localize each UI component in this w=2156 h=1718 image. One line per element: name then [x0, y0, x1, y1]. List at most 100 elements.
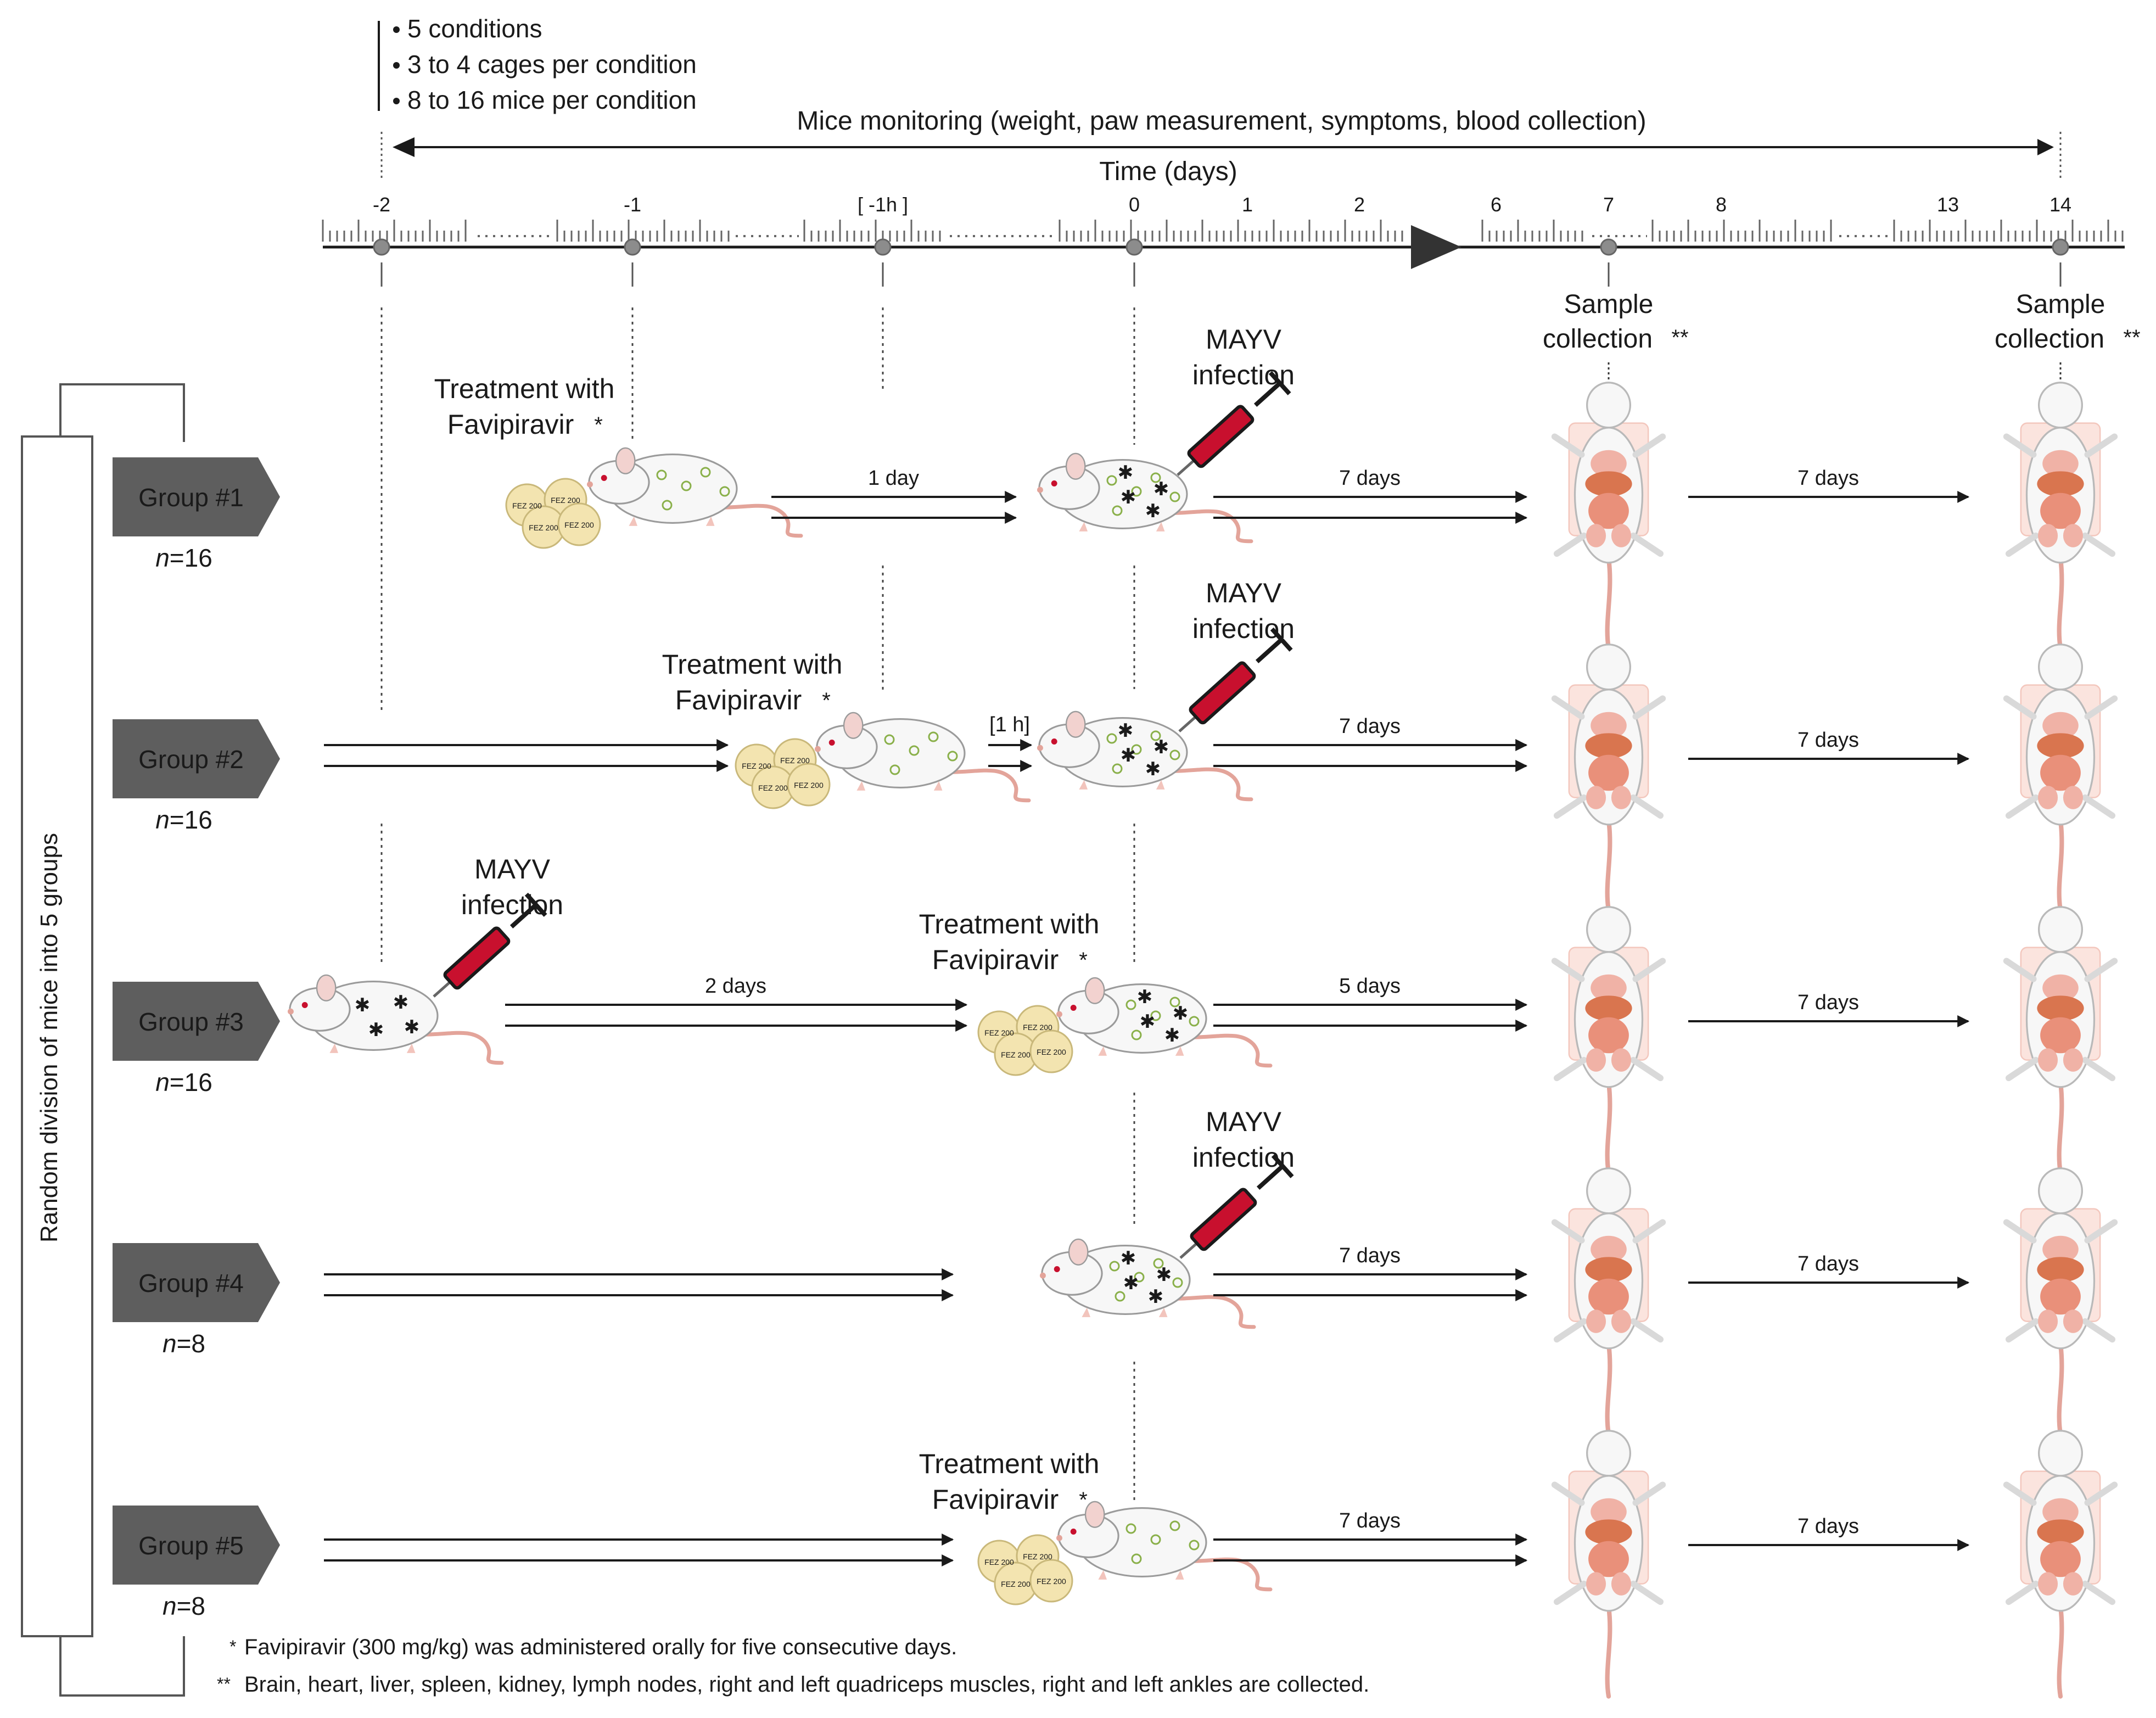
- group-name: Group #3: [138, 1008, 244, 1036]
- pill-text: FEZ 200: [780, 756, 810, 765]
- pill-text: FEZ 200: [1001, 1050, 1031, 1059]
- treatment-label: Treatment with: [919, 1448, 1100, 1479]
- mouse-body: [1056, 978, 1270, 1066]
- random-division-label: Random division of mice into 5 groups: [36, 833, 63, 1243]
- group-label-box: [113, 1506, 280, 1585]
- pill-text: FEZ 200: [564, 521, 594, 529]
- group-name: Group #5: [138, 1531, 244, 1560]
- timeline-milestone-dot: [1600, 238, 1617, 256]
- sample-collection-label: Sample: [1564, 290, 1654, 319]
- infection-spot: ✱: [1153, 737, 1169, 758]
- treatment-spot: [889, 764, 900, 775]
- double-asterisk: **: [1671, 326, 1688, 350]
- treatment-spot: [1131, 1029, 1142, 1040]
- interval-label: 7 days: [1797, 1515, 1859, 1538]
- timeline-milestone-dot: [2052, 238, 2069, 256]
- bullet-dot: [393, 62, 400, 69]
- infection-spot: ✱: [1137, 987, 1153, 1008]
- infection-spot: ✱: [1148, 1286, 1164, 1307]
- dissected-mouse-day14: [2007, 383, 2115, 648]
- treatment-label: Treatment with: [919, 909, 1100, 939]
- treatment-spot: [656, 469, 667, 480]
- timeline-tick-label: 7: [1603, 193, 1614, 216]
- timeline-milestone-dot: [624, 238, 641, 256]
- pill-text: FEZ 200: [794, 781, 824, 790]
- dissected-mouse-day7: [1555, 907, 1663, 1173]
- syringe-icon: [1179, 629, 1291, 731]
- treatment-spot: [1169, 997, 1180, 1008]
- time-break-triangle: [1411, 225, 1461, 269]
- header-bullet-2: 3 to 4 cages per condition: [407, 50, 697, 79]
- treatment-spot: [1131, 486, 1142, 497]
- treatment-spot: [1106, 475, 1117, 486]
- pill-text: FEZ 200: [1037, 1048, 1066, 1056]
- group-n: n=8: [163, 1329, 205, 1358]
- footnote-1-text: Favipiravir (300 mg/kg) was administered…: [244, 1635, 957, 1659]
- random-division-box: [21, 435, 93, 1637]
- pill-text: FEZ 200: [551, 496, 580, 505]
- dissected-mouse-day7: [1555, 1431, 1663, 1697]
- pill-text: FEZ 200: [529, 523, 558, 532]
- treatment-label: Treatment with: [434, 373, 615, 404]
- footnote-2-mark: **: [217, 1674, 231, 1694]
- infection-spot: ✱: [1164, 1025, 1180, 1046]
- interval-label: 5 days: [1339, 975, 1401, 998]
- infection-label: infection: [1192, 360, 1295, 390]
- infection-label: MAYV: [474, 854, 551, 885]
- treatment-spot: [1150, 730, 1161, 741]
- mouse-illustration: ✱✱✱✱: [1040, 1239, 1254, 1327]
- pill-text: FEZ 200: [1001, 1580, 1031, 1588]
- treatment-spot: [662, 500, 673, 511]
- treatment-spot: [947, 751, 958, 762]
- interval-label: 7 days: [1339, 1509, 1401, 1532]
- infection-label: infection: [461, 889, 563, 920]
- timeline-tick-label: 2: [1354, 193, 1365, 216]
- treatment-spot: [1106, 733, 1117, 744]
- infection-spot: ✱: [1140, 1011, 1156, 1032]
- footnote-1-mark: *: [229, 1637, 236, 1657]
- mouse-body: [288, 975, 502, 1063]
- timeline-tick-label: -2: [373, 193, 390, 216]
- interval-label: 7 days: [1339, 467, 1401, 490]
- group-n: n=16: [155, 805, 212, 834]
- timeline-tick-label: 13: [1937, 193, 1959, 216]
- mouse-illustration: ✱✱✱✱: [1056, 978, 1270, 1066]
- footnote-2-text: Brain, heart, liver, spleen, kidney, lym…: [244, 1672, 1369, 1697]
- timeline-milestone-dot: [874, 238, 892, 256]
- infection-label: MAYV: [1206, 1106, 1282, 1137]
- dissected-mouse-day14: [2007, 645, 2115, 910]
- treatment-spot: [1172, 1277, 1183, 1288]
- dissected-mouse-day7: [1555, 645, 1663, 910]
- mouse-body: [1037, 712, 1251, 799]
- mouse-body: [1056, 1502, 1270, 1590]
- treatment-spot: [1125, 999, 1136, 1010]
- pill-text: FEZ 200: [758, 784, 788, 792]
- infection-spot: ✱: [1145, 501, 1161, 522]
- side-bracket-bottom: [59, 1636, 185, 1697]
- group-label-box: [113, 719, 280, 798]
- mouse-illustration: [815, 713, 1029, 801]
- monitoring-label: Mice monitoring (weight, paw measurement…: [797, 107, 1646, 136]
- dissected-mouse-day14: [2007, 1431, 2115, 1697]
- header-bullet-3: 8 to 16 mice per condition: [407, 86, 697, 114]
- group-name: Group #1: [138, 483, 244, 512]
- pill-cluster: [505, 478, 601, 549]
- infection-label: infection: [1192, 1142, 1295, 1173]
- timeline-milestone-dot: [1125, 238, 1143, 256]
- side-bracket: [59, 383, 185, 442]
- asterisk: *: [1079, 948, 1088, 972]
- dissected-mouse-day7: [1555, 383, 1663, 648]
- treatment-label: Favipiravir: [447, 409, 574, 440]
- interval-label: 2 days: [705, 975, 766, 998]
- mouse-illustration: [1056, 1502, 1270, 1590]
- treatment-spot: [1125, 1523, 1136, 1534]
- group-n: n=16: [155, 1068, 212, 1096]
